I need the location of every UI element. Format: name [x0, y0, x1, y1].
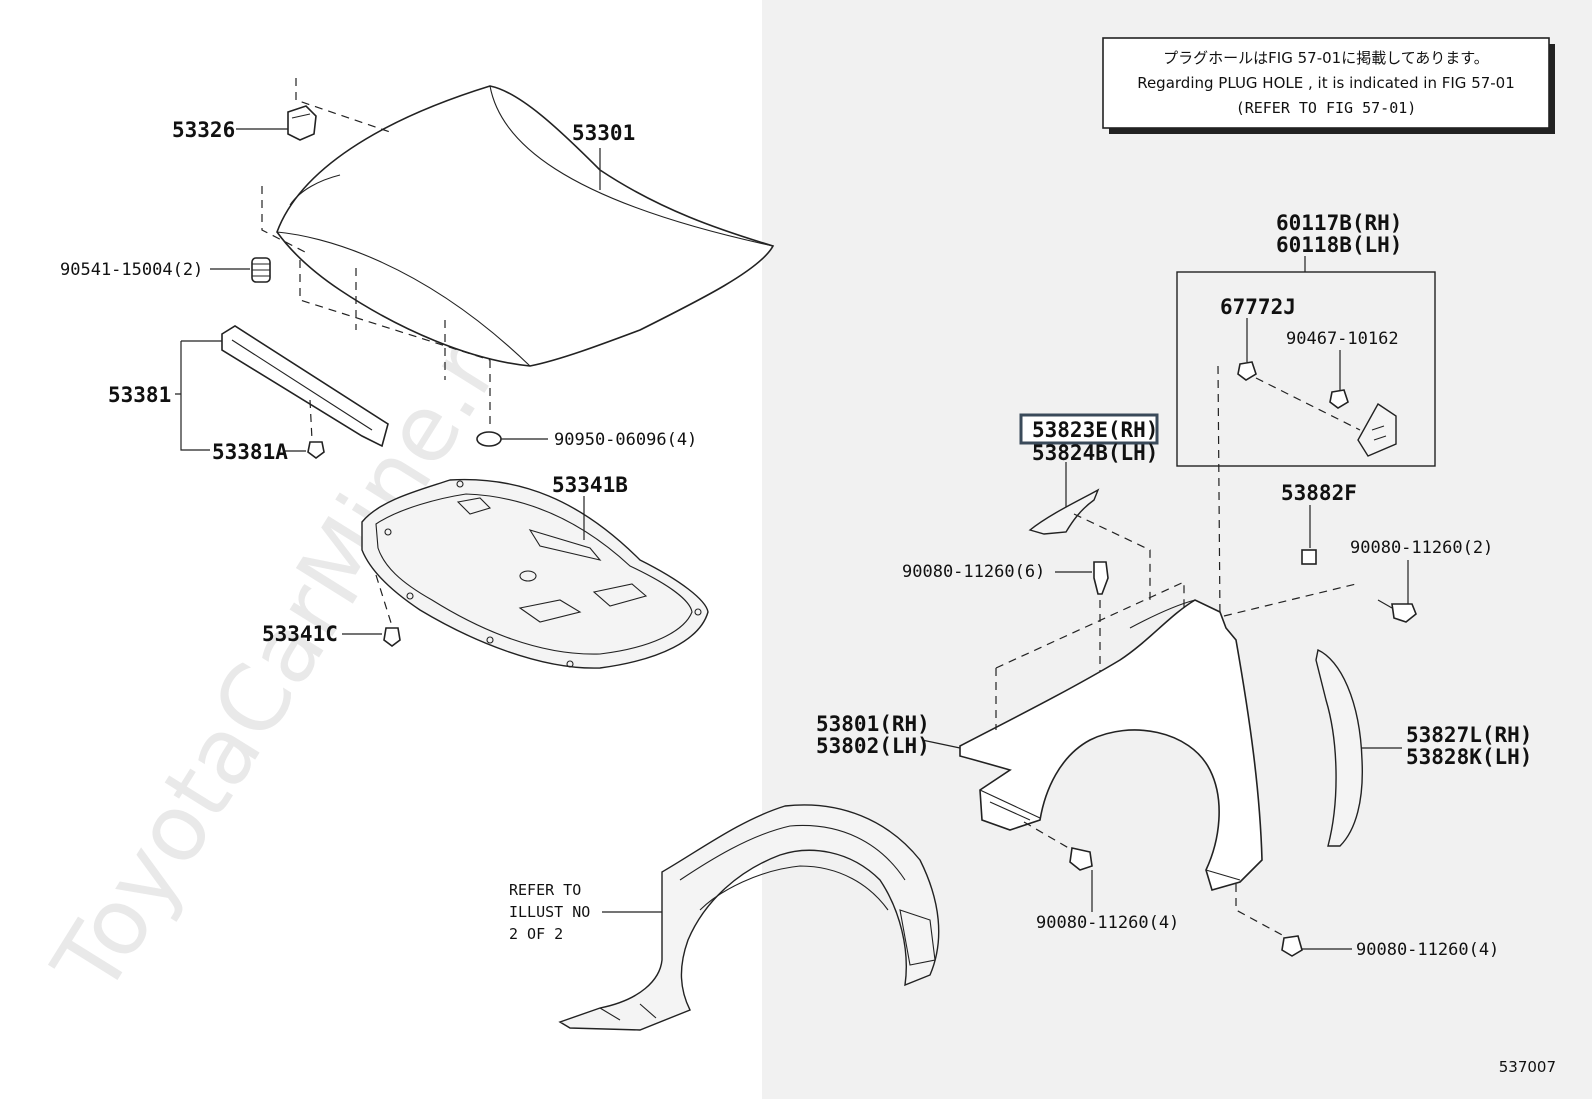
label-53827l: 53827L(RH)	[1406, 723, 1532, 747]
label-90080-11260-4b: 90080-11260(4)	[1356, 940, 1499, 960]
hood-support-53381[interactable]	[221, 325, 389, 448]
clip-53326[interactable]	[287, 105, 317, 141]
label-60117b: 60117B(RH)	[1276, 211, 1402, 235]
label-90080-11260-4a: 90080-11260(4)	[1036, 913, 1179, 933]
dashed-guide-hood	[299, 260, 491, 430]
label-53381a: 53381A	[212, 440, 288, 464]
cushion-90541-15004[interactable]	[251, 257, 271, 283]
label-53823e: 53823E(RH)	[1032, 418, 1158, 442]
seal-60117b[interactable]	[1357, 402, 1397, 457]
label-90541-15004: 90541-15004(2)	[60, 260, 203, 280]
clip-53882f[interactable]	[1301, 549, 1317, 565]
label-53828k: 53828K(LH)	[1406, 745, 1532, 769]
label-90080-11260-6: 90080-11260(6)	[902, 562, 1045, 582]
bolt-90080-11260-4a[interactable]	[1069, 847, 1093, 871]
leader-53381	[175, 340, 222, 451]
note-box: プラグホールはFIG 57-01に掲載してあります。 Regarding PLU…	[1102, 37, 1555, 134]
clip-90467-10162[interactable]	[1329, 389, 1349, 409]
bolt-90080-11260-2[interactable]	[1377, 599, 1417, 623]
highlight-box-53823e[interactable]	[1019, 413, 1159, 445]
bolt-90080-11260-6[interactable]	[1093, 561, 1109, 595]
plug-90950-06096[interactable]	[476, 431, 502, 447]
refer-line-2: ILLUST NO	[509, 903, 590, 921]
leader-53801	[921, 739, 961, 749]
label-53381: 53381	[108, 383, 171, 407]
label-53341b: 53341B	[552, 473, 628, 497]
clip-53381a[interactable]	[307, 441, 325, 459]
hood-panel-53301[interactable]	[276, 85, 775, 367]
dashed-guide-53341c	[375, 574, 393, 627]
dashed-guide-53326	[295, 78, 391, 133]
label-60118b: 60118B(LH)	[1276, 233, 1402, 257]
label-53326: 53326	[172, 118, 235, 142]
dashed-guide-fender	[995, 581, 1185, 730]
label-53824b: 53824B(LH)	[1032, 441, 1158, 465]
dashed-guide-vertical	[1217, 365, 1221, 621]
dashed-guide-group	[1255, 377, 1361, 431]
dashed-guide-90080-4a	[1023, 821, 1073, 851]
label-90950-06096: 90950-06096(4)	[554, 430, 697, 450]
dashed-guide-53823e	[1073, 513, 1151, 600]
note-line-japanese: プラグホールはFIG 57-01に掲載してあります。	[1163, 49, 1489, 67]
front-fender-53801[interactable]	[959, 599, 1263, 891]
fender-seal-53827l[interactable]	[1315, 648, 1364, 847]
label-53341c: 53341C	[262, 622, 338, 646]
hood-insulator-53341b[interactable]	[361, 478, 709, 669]
label-53801: 53801(RH)	[816, 712, 930, 736]
refer-line-3: 2 OF 2	[509, 925, 563, 943]
label-67772j: 67772J	[1220, 295, 1296, 319]
dashed-guide-90080-4b	[1235, 884, 1285, 937]
group-box-60117b	[1176, 271, 1436, 467]
refer-line-1: REFER TO	[509, 881, 581, 899]
label-90467-10162: 90467-10162	[1286, 329, 1399, 349]
label-90080-11260-2: 90080-11260(2)	[1350, 538, 1493, 558]
label-53802: 53802(LH)	[816, 734, 930, 758]
dashed-guide-53381a	[309, 399, 313, 441]
label-53301: 53301	[572, 121, 635, 145]
fender-liner[interactable]	[558, 804, 940, 1031]
note-line-refer: (REFER TO FIG 57-01)	[1236, 99, 1417, 117]
clip-67772j[interactable]	[1237, 361, 1257, 381]
dashed-guide-53882f	[1223, 583, 1357, 617]
label-53882f: 53882F	[1281, 481, 1357, 505]
bolt-90080-11260-4b[interactable]	[1281, 935, 1303, 957]
figure-number: 537007	[1499, 1058, 1556, 1076]
note-line-english: Regarding PLUG HOLE , it is indicated in…	[1137, 74, 1515, 92]
clip-53341c[interactable]	[383, 627, 401, 647]
seal-53823e[interactable]	[1028, 488, 1100, 535]
dashed-guide-90541	[261, 186, 306, 253]
